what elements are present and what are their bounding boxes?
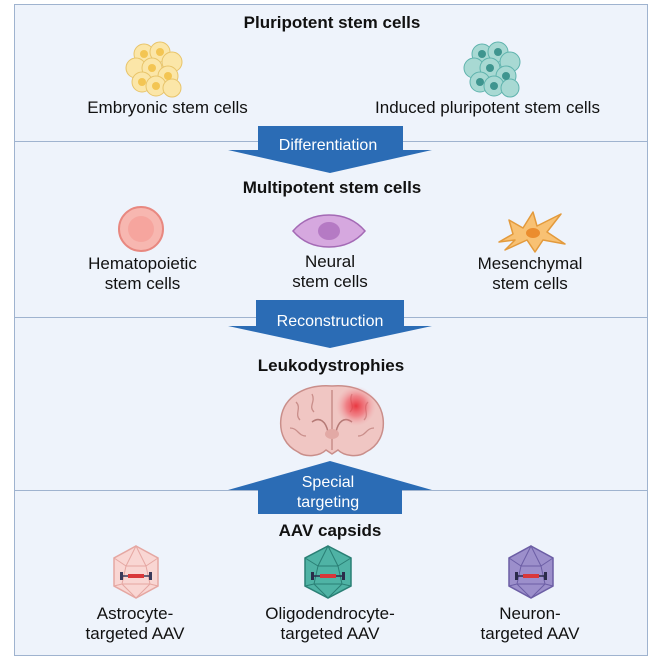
ipsc-label: Induced pluripotent stem cells [375,98,600,117]
astrocyte-label: Astrocyte- targeted AAV [85,604,185,643]
neuron-aav-capsid-icon [508,544,554,599]
leukodystrophies-title: Leukodystrophies [257,356,405,375]
mesenchymal-cell-icon [498,211,566,253]
neural-cell-icon [292,214,366,248]
oligodendrocyte-label: Oligodendrocyte- targeted AAV [265,604,395,643]
special-targeting-label-line2: targeting [296,494,360,511]
aav-title: AAV capsids [278,521,382,540]
embryonic-stem-cells-label: Embryonic stem cells [87,98,248,117]
embryonic-cell-cluster-icon [125,41,183,98]
neural-label: Neural stem cells [292,252,368,291]
brain-icon [279,385,385,457]
astrocyte-aav-capsid-icon [113,544,159,599]
mesenchymal-label: Mesenchymal stem cells [477,254,583,293]
differentiation-label: Differentiation [278,137,378,154]
hematopoietic-label: Hematopoietic stem cells [88,254,197,293]
pluripotent-panel [14,4,648,142]
multipotent-title: Multipotent stem cells [242,178,422,197]
reconstruction-label: Reconstruction [276,313,384,330]
ipsc-cell-cluster-icon [463,41,521,98]
oligodendrocyte-aav-capsid-icon [304,544,352,599]
neuron-label: Neuron- targeted AAV [480,604,580,643]
hematopoietic-cell-icon [118,206,164,252]
pluripotent-title: Pluripotent stem cells [243,13,421,32]
special-targeting-label-line1: Special [301,474,355,491]
